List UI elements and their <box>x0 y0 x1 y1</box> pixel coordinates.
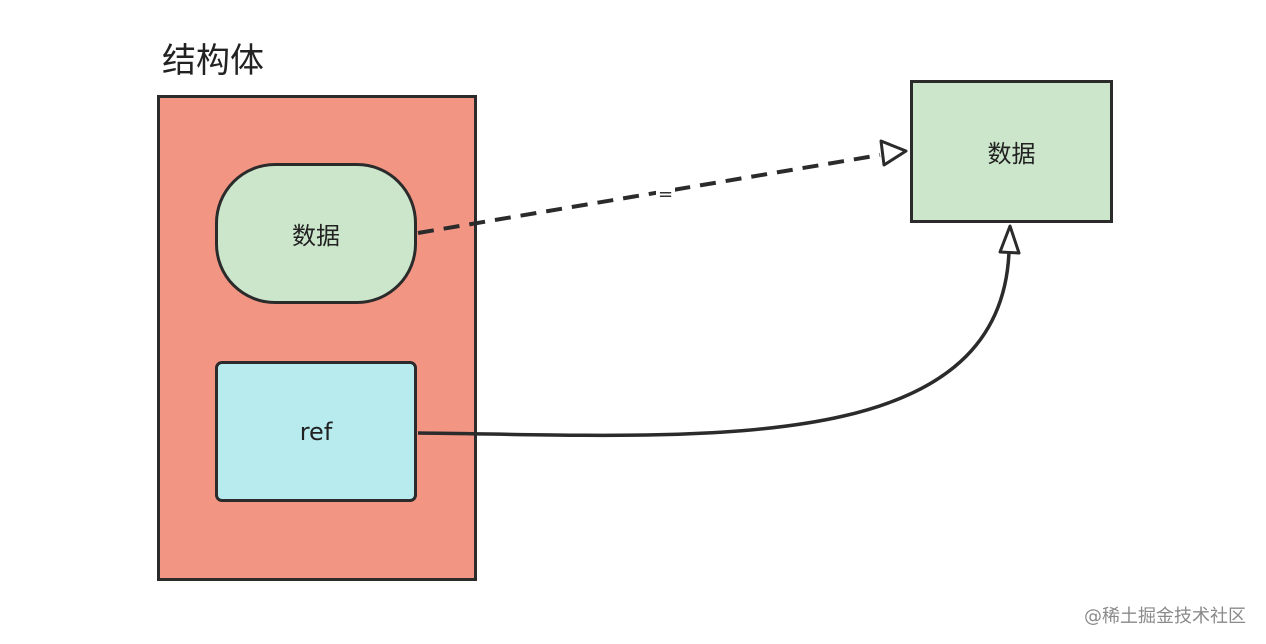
struct-data-node: 数据 <box>215 163 417 304</box>
ref-edge <box>417 251 1011 438</box>
target-data-node: 数据 <box>910 80 1113 223</box>
ref-edge-arrowhead <box>998 224 1021 255</box>
watermark: @稀土掘金技术社区 <box>1084 606 1246 627</box>
copy-edge-label: = <box>656 184 676 205</box>
struct-data-label: 数据 <box>292 222 340 250</box>
copy-edge-arrowhead <box>879 139 908 167</box>
ref-node: ref <box>215 361 417 502</box>
copy-edge <box>417 153 881 235</box>
target-data-label: 数据 <box>987 140 1036 168</box>
ref-label: ref <box>299 417 333 446</box>
struct-title: 结构体 <box>162 41 264 81</box>
